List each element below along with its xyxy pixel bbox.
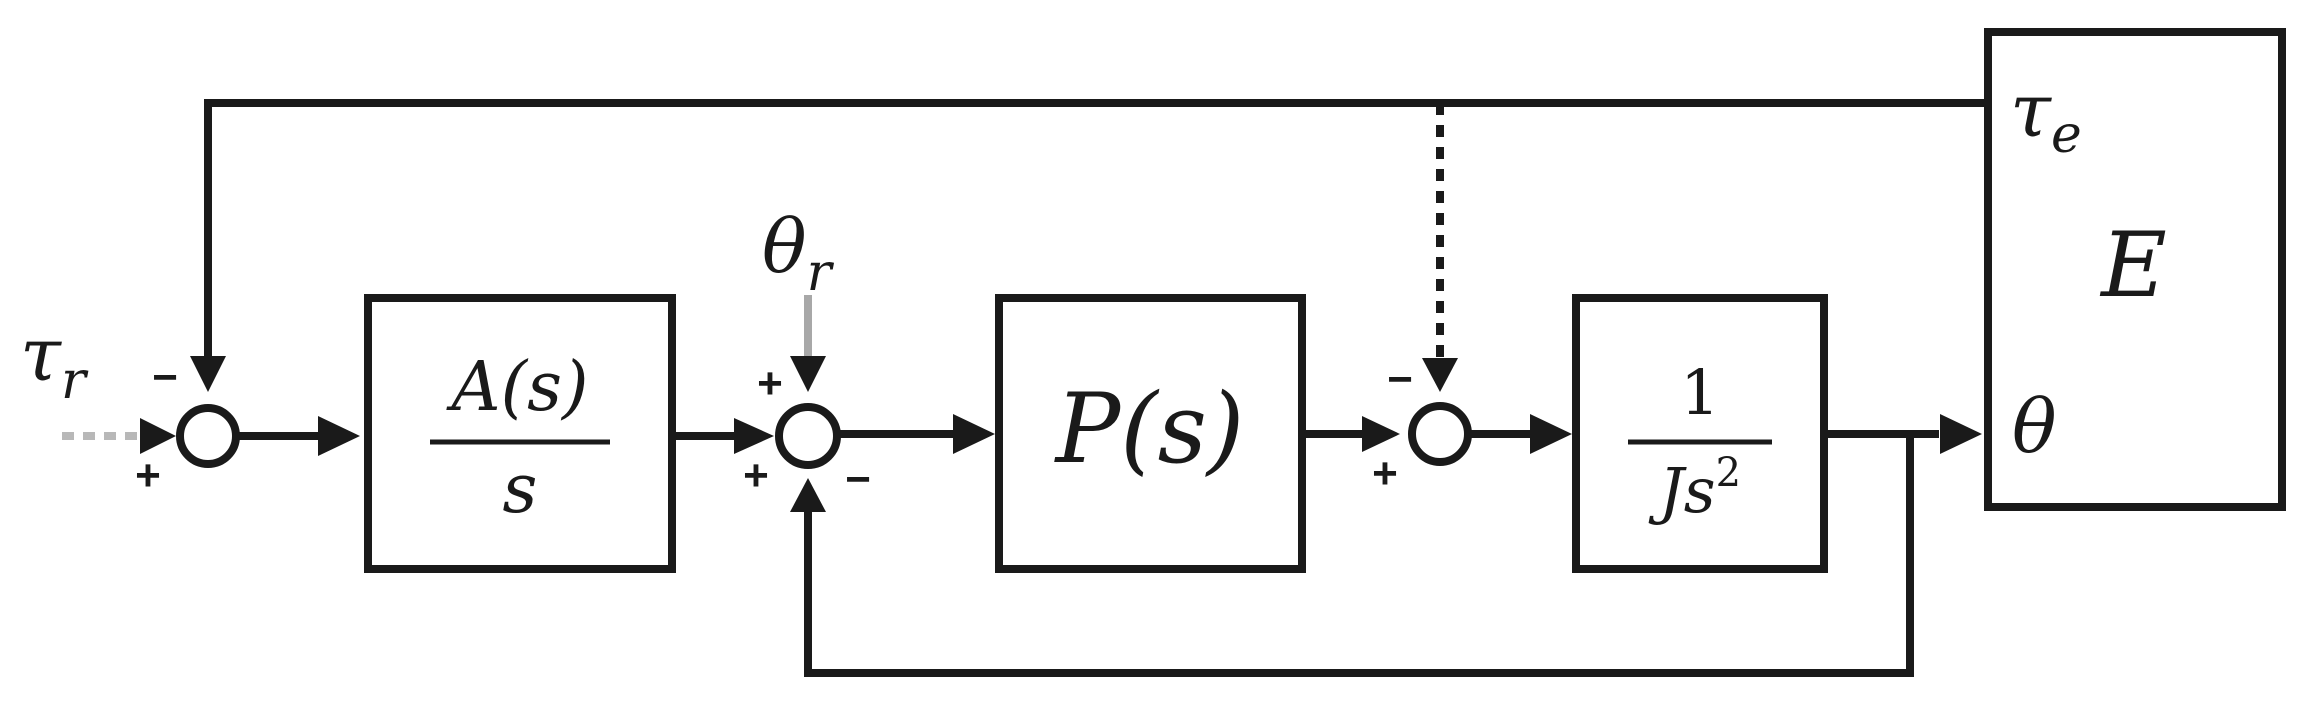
tau-e-symbol: τ	[2010, 68, 2052, 154]
tau-r-label: τr	[20, 312, 89, 411]
plant-denominator: Js2	[1648, 450, 1741, 527]
tau-r-subscript: r	[61, 351, 89, 411]
theta-r-subscript: r	[807, 243, 835, 303]
plant-denominator-base: Js	[1648, 454, 1716, 527]
tau-e-feedback-wire	[204, 99, 1991, 376]
arrowhead-into-sum2-top	[790, 356, 826, 392]
sum-junction-2	[775, 403, 841, 469]
sum-junction-1	[176, 404, 240, 468]
arrowhead-into-sum1-top	[190, 356, 226, 392]
sum3-plus-sign: +	[1372, 449, 1398, 498]
sum1-minus-sign: −	[152, 353, 178, 402]
tau-r-symbol: τ	[20, 312, 62, 398]
theta-r-symbol: θ	[762, 204, 807, 290]
theta-feedback-wire	[804, 430, 1914, 677]
tau-e-subscript: e	[2051, 105, 2082, 165]
arrowhead-into-sum2-bottom	[790, 478, 826, 512]
arrowhead-into-sum2-left	[734, 418, 774, 454]
tau-e-label: τe	[2010, 68, 2082, 165]
arrowhead-into-sum3-left	[1362, 416, 1400, 452]
arrowhead-into-integrator	[318, 416, 360, 456]
integrator-numerator: A(s)	[445, 348, 588, 427]
sum2-top-plus-sign: +	[757, 359, 783, 408]
integrator-denominator: s	[503, 450, 538, 529]
arrowhead-into-plant	[1530, 414, 1572, 454]
integrator-block	[364, 294, 676, 573]
environment-block	[1984, 28, 2286, 511]
arrowhead-into-sum1-left	[140, 418, 176, 454]
theta-output-label: θ	[2012, 384, 2057, 470]
sum2-minus-sign: −	[845, 455, 871, 504]
plant-denominator-exponent: 2	[1716, 450, 1741, 496]
sum1-plus-sign: +	[135, 451, 161, 500]
arrowhead-into-environment	[1940, 414, 1982, 454]
theta-r-label: θr	[762, 204, 835, 303]
controller-label: P(s)	[1054, 373, 1245, 485]
plant-numerator: 1	[1680, 356, 1719, 429]
sum2-left-plus-sign: +	[743, 451, 769, 500]
arrowhead-into-sum3-top	[1422, 358, 1458, 392]
environment-label: E	[2099, 213, 2167, 318]
sum3-minus-sign: −	[1387, 355, 1413, 404]
arrowhead-into-controller	[953, 414, 995, 454]
controller-block	[995, 294, 1306, 573]
plant-block	[1572, 294, 1828, 573]
sum-junction-3	[1408, 402, 1472, 466]
